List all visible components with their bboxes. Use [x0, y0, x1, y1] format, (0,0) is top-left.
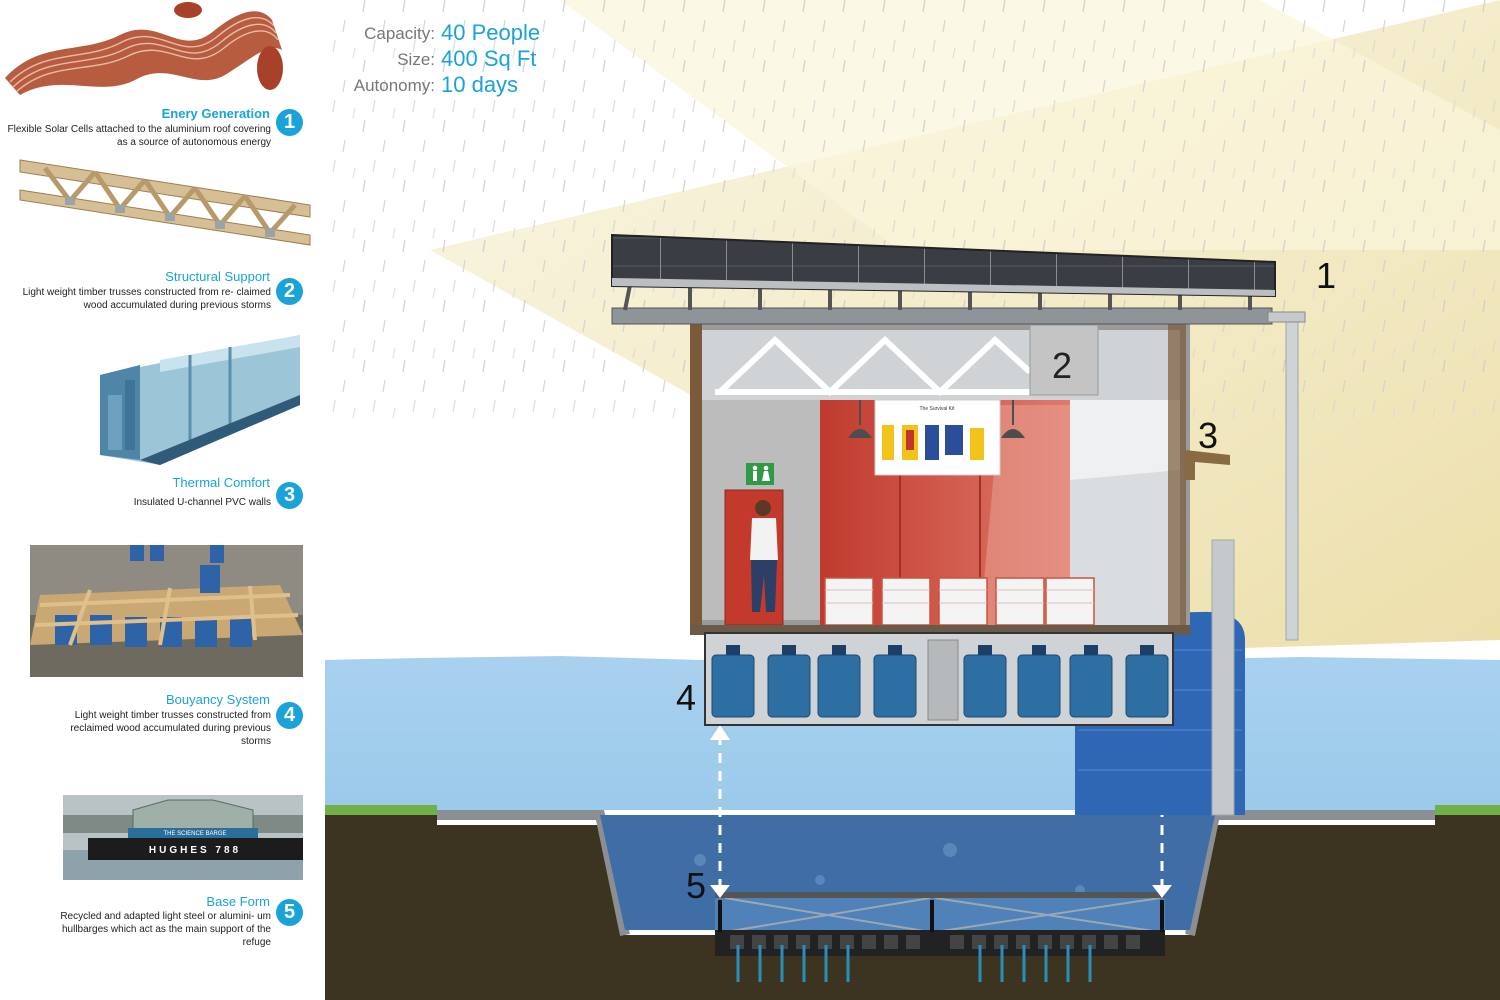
barge-sign-text: THE SCIENCE BARGE	[163, 831, 226, 837]
rain-spout	[1185, 450, 1230, 480]
callout-4: 4	[676, 677, 696, 718]
restroom-sign-icon	[746, 463, 774, 485]
callout-2: 2	[1052, 345, 1072, 386]
stat-capacity-label: Capacity:	[364, 24, 435, 43]
ground-section	[325, 815, 1500, 1000]
item-2-description: Light weight timber trusses constructed …	[22, 287, 271, 311]
item-5-title: Base Form	[206, 894, 270, 909]
poster-title: The Survival Kit	[919, 406, 955, 412]
item-2-title: Structural Support	[165, 269, 270, 284]
item-1-title: Enery Generation	[161, 106, 270, 121]
barge-hull-text: HUGHES 788	[149, 845, 241, 856]
pendant-lamps	[848, 400, 1025, 438]
solar-film-image	[5, 2, 283, 95]
item-5-description: Recycled and adapted light steel or alum…	[60, 911, 271, 948]
item-4-description: Light weight timber trusses constructed …	[70, 710, 271, 747]
person-figure	[750, 500, 778, 612]
stat-capacity-value: 40 People	[441, 20, 541, 45]
stat-size-value: 400 Sq Ft	[441, 46, 537, 71]
seating-row	[824, 577, 1095, 626]
stat-size-label: Size:	[397, 50, 435, 69]
item-3-description: Insulated U-channel PVC walls	[133, 497, 271, 508]
callout-5: 5	[686, 865, 706, 906]
stat-autonomy-label: Autonomy:	[353, 76, 435, 95]
item-3-number-badge: 3	[276, 482, 303, 509]
item-1-number-badge: 1	[276, 109, 303, 136]
buoyancy-barrels	[711, 654, 1169, 718]
callout-1: 1	[1316, 255, 1336, 296]
refuge-section-diagram: The Survival Kit	[325, 0, 1500, 1000]
poster-items	[882, 425, 984, 460]
roof-truss	[715, 335, 1033, 397]
base-cross-bracing	[724, 897, 1161, 933]
callout-3: 3	[1198, 415, 1218, 456]
item-4-number-badge: 4	[276, 702, 303, 729]
item-1-description: Flexible Solar Cells attached to the alu…	[7, 124, 271, 148]
anchor-posts	[736, 945, 1092, 982]
component-sidebar: Enery Generation 1 Flexible Solar Cells …	[0, 0, 325, 1000]
tank-pipe	[1211, 539, 1235, 816]
science-barge-photo: THE SCIENCE BARGE HUGHES 788	[63, 795, 303, 880]
barrel-platform-photo	[30, 545, 303, 677]
stat-autonomy-value: 10 days	[441, 72, 519, 97]
item-3-title: Thermal Comfort	[172, 475, 270, 490]
item-5-number-badge: 5	[276, 899, 303, 926]
timber-truss-image	[19, 159, 311, 246]
item-2-number-badge: 2	[276, 278, 303, 305]
pvc-channel-image	[100, 335, 300, 465]
item-4-title: Bouyancy System	[165, 692, 270, 707]
